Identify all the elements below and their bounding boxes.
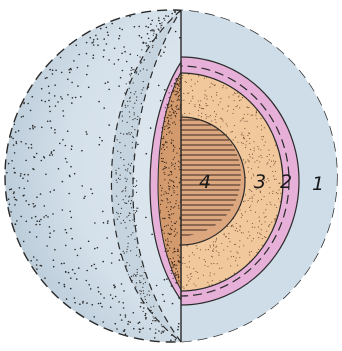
label-layer-3: 3 [254, 171, 266, 193]
label-layer-1: 1 [312, 173, 324, 195]
label-layer-2: 2 [280, 171, 292, 193]
label-layer-4: 4 [199, 171, 211, 193]
